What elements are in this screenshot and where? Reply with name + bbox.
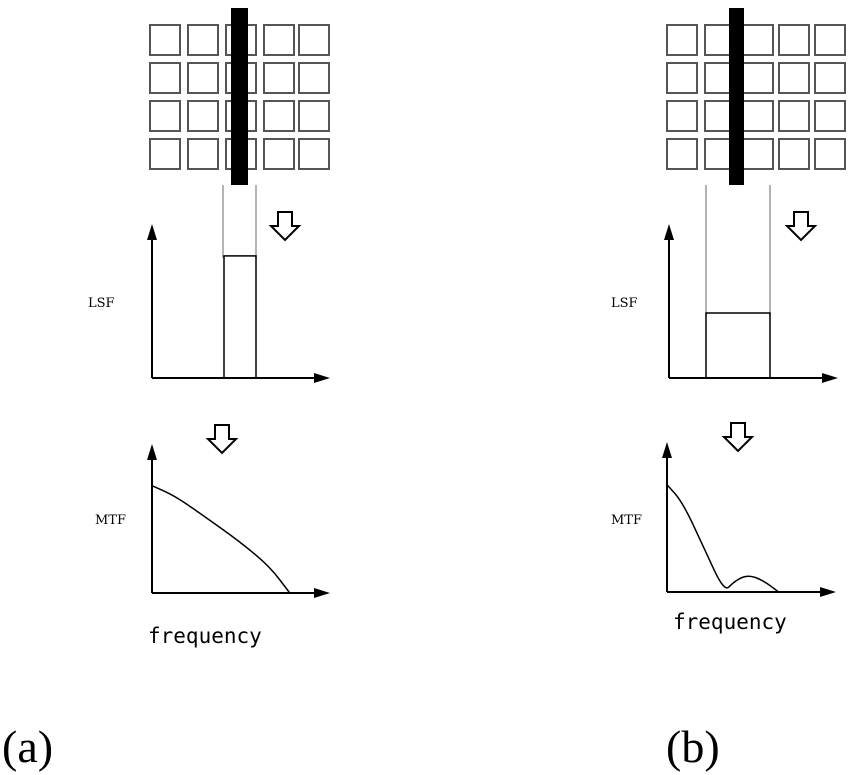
slit-bar-a — [231, 8, 248, 185]
y-axis-arrowhead — [664, 224, 674, 240]
panel-label-b: (b) — [666, 721, 720, 772]
y-axis-arrowhead — [662, 442, 672, 458]
lsf-axes-a — [151, 238, 316, 379]
mtf-label: MTF — [95, 513, 126, 528]
down-arrow-icon — [205, 424, 239, 455]
down-arrow-icon — [721, 422, 755, 453]
frequency-label: frequency — [673, 610, 787, 634]
down-arrow-icon — [784, 211, 818, 242]
x-axis-arrowhead — [314, 588, 330, 598]
mtf-axes-b — [666, 456, 822, 593]
lsf-label: LSF — [611, 296, 638, 311]
pixel-grid-b — [666, 24, 846, 170]
y-axis-arrowhead — [147, 444, 157, 460]
y-axis-arrowhead — [147, 224, 157, 240]
panel-a: LSF MTF frequency (a) — [2, 8, 330, 772]
mtf-label: MTF — [611, 513, 642, 528]
lsf-pulse-a — [223, 255, 257, 379]
frequency-label: frequency — [148, 624, 262, 648]
mtf-curve-b — [666, 484, 780, 593]
x-axis-arrowhead — [822, 373, 838, 383]
mtf-axes-a — [151, 458, 316, 594]
panel-b: LSF MTF frequency (b) — [611, 8, 846, 772]
pixel-grid-a — [149, 24, 330, 170]
lsf-pulse-b — [705, 312, 771, 379]
x-axis-arrowhead — [314, 373, 330, 383]
lsf-label: LSF — [88, 296, 115, 311]
down-arrow-icon — [268, 211, 302, 242]
lsf-axes-b — [668, 238, 824, 379]
x-axis-arrowhead — [820, 587, 836, 597]
slit-bar-b — [729, 8, 744, 185]
mtf-curve-a — [151, 485, 291, 594]
panel-label-a: (a) — [2, 721, 53, 772]
